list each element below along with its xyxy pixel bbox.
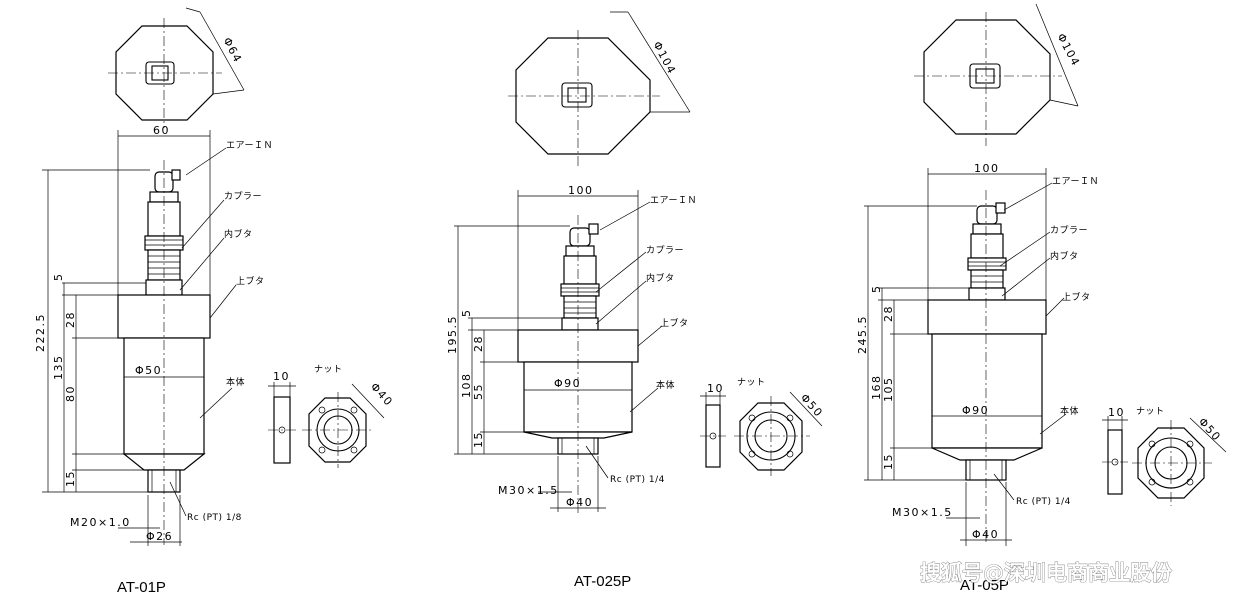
nut-thickness: 10 bbox=[1108, 406, 1125, 419]
callout-nut: ナット bbox=[737, 377, 766, 388]
thread-spec: M20×1.0 bbox=[70, 516, 131, 529]
octagon-outline bbox=[923, 19, 1051, 135]
nut-diameter: Φ50 bbox=[1196, 415, 1224, 444]
callout-inner-lid: 内ブタ bbox=[1050, 250, 1079, 262]
dim-15: 15 bbox=[882, 453, 895, 470]
dim-28: 28 bbox=[472, 335, 485, 352]
dim-105: 105 bbox=[882, 377, 895, 403]
dim-15: 15 bbox=[472, 431, 485, 448]
drawing-at-025p: Φ104 100 Φ90 195.5 bbox=[446, 11, 826, 590]
dim-55: 55 bbox=[472, 383, 485, 400]
port-spec: Rc (PT) 1/8 bbox=[187, 513, 242, 523]
top-view-at-05p: Φ104 bbox=[914, 3, 1083, 146]
body-diameter: Φ90 bbox=[962, 404, 989, 417]
callout-air-in: エアーＩＮ bbox=[226, 141, 273, 151]
width-dimension: 100 bbox=[974, 162, 1000, 175]
callout-upper-lid: 上ブタ bbox=[236, 275, 265, 287]
callout-coupler: カプラー bbox=[224, 191, 262, 202]
drawing-at-01p: Φ64 60 bbox=[34, 7, 396, 596]
top-view-diameter: Φ104 bbox=[650, 39, 678, 77]
nut-views-at-01p: 10 Φ40 ナット bbox=[268, 364, 396, 468]
callout-nut: ナット bbox=[314, 364, 343, 375]
nut-views-at-025p: 10 Φ50 ナット bbox=[700, 377, 826, 476]
overall-height: 195.5 bbox=[446, 315, 459, 354]
main-body bbox=[931, 333, 1043, 449]
dim-5: 5 bbox=[870, 285, 883, 294]
top-view-at-025p: Φ104 bbox=[508, 11, 691, 166]
callout-inner-lid: 内ブタ bbox=[646, 272, 675, 284]
bottom-diameter: Φ40 bbox=[972, 528, 999, 541]
body-diameter: Φ50 bbox=[135, 364, 162, 377]
top-view-diameter: Φ64 bbox=[220, 35, 244, 65]
bottom-diameter: Φ26 bbox=[146, 530, 173, 543]
dim-15: 15 bbox=[64, 470, 77, 487]
dim-body-height: 108 bbox=[460, 373, 473, 399]
dim-28: 28 bbox=[64, 311, 77, 328]
nut-views-at-05p: 10 Φ50 ナット bbox=[1102, 406, 1227, 506]
nut-thickness: 10 bbox=[273, 370, 290, 383]
coupler-assembly bbox=[967, 202, 1007, 301]
dim-5: 5 bbox=[460, 309, 473, 318]
bottom-diameter: Φ40 bbox=[566, 496, 593, 509]
drawing-at-05p: Φ104 100 Φ90 245.5 bbox=[856, 3, 1227, 594]
upper-lid bbox=[927, 299, 1047, 335]
callout-coupler: カプラー bbox=[1050, 225, 1088, 236]
model-label: AT-025P bbox=[574, 573, 631, 590]
top-view-diameter: Φ104 bbox=[1054, 31, 1082, 69]
overall-height: 245.5 bbox=[856, 315, 869, 354]
width-dimension: 60 bbox=[153, 124, 170, 137]
port-spec: Rc (PT) 1/4 bbox=[1016, 497, 1071, 507]
callout-inner-lid: 内ブタ bbox=[224, 228, 253, 240]
callout-body: 本体 bbox=[656, 379, 675, 391]
callout-body: 本体 bbox=[226, 376, 245, 388]
callout-nut: ナット bbox=[1136, 406, 1165, 417]
callout-coupler: カプラー bbox=[646, 245, 684, 256]
model-label: AT-05P bbox=[960, 577, 1009, 594]
port-spec: Rc (PT) 1/4 bbox=[610, 475, 665, 485]
width-dimension: 100 bbox=[568, 184, 594, 197]
model-label: AT-01P bbox=[117, 579, 166, 596]
dim-body-height: 135 bbox=[52, 355, 65, 381]
body-diameter: Φ90 bbox=[554, 377, 581, 390]
nut-thickness: 10 bbox=[707, 382, 724, 395]
dim-5: 5 bbox=[52, 273, 65, 282]
callout-air-in: エアーＩＮ bbox=[1052, 177, 1099, 187]
thread-spec: M30×1.5 bbox=[892, 506, 953, 519]
thread-spec: M30×1.5 bbox=[498, 484, 559, 497]
callout-body: 本体 bbox=[1060, 405, 1079, 417]
top-view-at-01p: Φ64 bbox=[108, 7, 245, 128]
coupler-assembly bbox=[560, 223, 600, 331]
nut-diameter: Φ50 bbox=[798, 391, 826, 420]
callout-upper-lid: 上ブタ bbox=[1062, 291, 1091, 303]
watermark: 搜狐号@深圳电商商业股份 bbox=[920, 561, 1173, 585]
callout-upper-lid: 上ブタ bbox=[660, 317, 689, 329]
dim-28: 28 bbox=[882, 305, 895, 322]
callout-air-in: エアーＩＮ bbox=[650, 196, 697, 206]
dim-body-height: 168 bbox=[870, 375, 883, 401]
dim-80: 80 bbox=[64, 385, 77, 402]
overall-height: 222.5 bbox=[34, 313, 47, 352]
